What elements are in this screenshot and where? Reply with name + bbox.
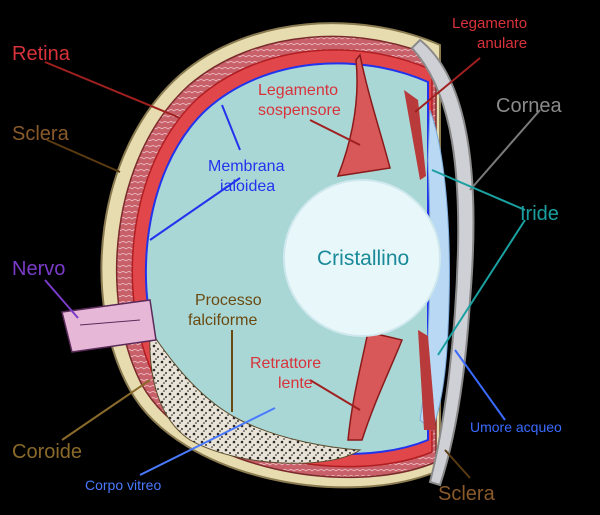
- cornea-shape: [410, 38, 475, 487]
- label-retrattore-2: lente: [278, 375, 313, 392]
- iride-leader-2: [437, 219, 526, 356]
- iride-leader-1: [431, 169, 526, 211]
- label-iride: Iride: [520, 203, 559, 225]
- legamento-anul-leader: [414, 57, 481, 113]
- label-sclera-bottom: Sclera: [438, 483, 496, 505]
- umore-acqueo-leader: [454, 349, 506, 421]
- label-legamento-sosp-2: sospensore: [258, 102, 341, 119]
- legamento-sospensore-shape: [336, 53, 391, 177]
- label-retina: Retina: [12, 43, 71, 65]
- iride-shape-lower: [418, 330, 436, 430]
- nervo-shape: [61, 299, 157, 353]
- label-legamento-sosp-1: Legamento: [258, 82, 338, 99]
- label-membrana-1: Membrana: [208, 158, 285, 175]
- label-cornea: Cornea: [496, 95, 562, 117]
- sclera-top-leader: [46, 139, 121, 173]
- label-legamento-anul-2: anulare: [477, 35, 527, 52]
- label-corpo-vitreo: Corpo vitreo: [85, 477, 161, 493]
- membrana-leader: [149, 177, 241, 241]
- label-retrattore-1: Retrattore: [250, 355, 321, 372]
- coroide-leader: [61, 379, 151, 441]
- cristallino-lens: [283, 179, 441, 337]
- nervo-leader: [44, 279, 79, 319]
- legamento-sosp-leader: [309, 119, 361, 146]
- retrattore-lente-shape: [347, 331, 404, 441]
- membrana-leader-2: [221, 104, 241, 151]
- label-nervo: Nervo: [12, 258, 65, 280]
- label-processo-1: Processo: [195, 292, 262, 309]
- label-legamento-anul-1: Legamento: [452, 15, 527, 32]
- label-membrana-2: ialoidea: [220, 178, 275, 195]
- sclera-bottom-leader: [444, 449, 471, 479]
- label-processo-2: falciforme: [188, 312, 257, 329]
- retrattore-leader: [309, 379, 361, 411]
- label-sclera-top: Sclera: [12, 123, 70, 145]
- corpo-vitreo-leader: [139, 407, 276, 476]
- label-umore-acqueo: Umore acqueo: [470, 419, 562, 435]
- processo-falciforme-shape: [149, 328, 362, 464]
- retina-leader: [44, 61, 181, 119]
- cornea-leader: [469, 109, 541, 191]
- label-coroide: Coroide: [12, 441, 82, 463]
- label-cristallino: Cristallino: [317, 247, 409, 270]
- iride-shape: [404, 90, 426, 180]
